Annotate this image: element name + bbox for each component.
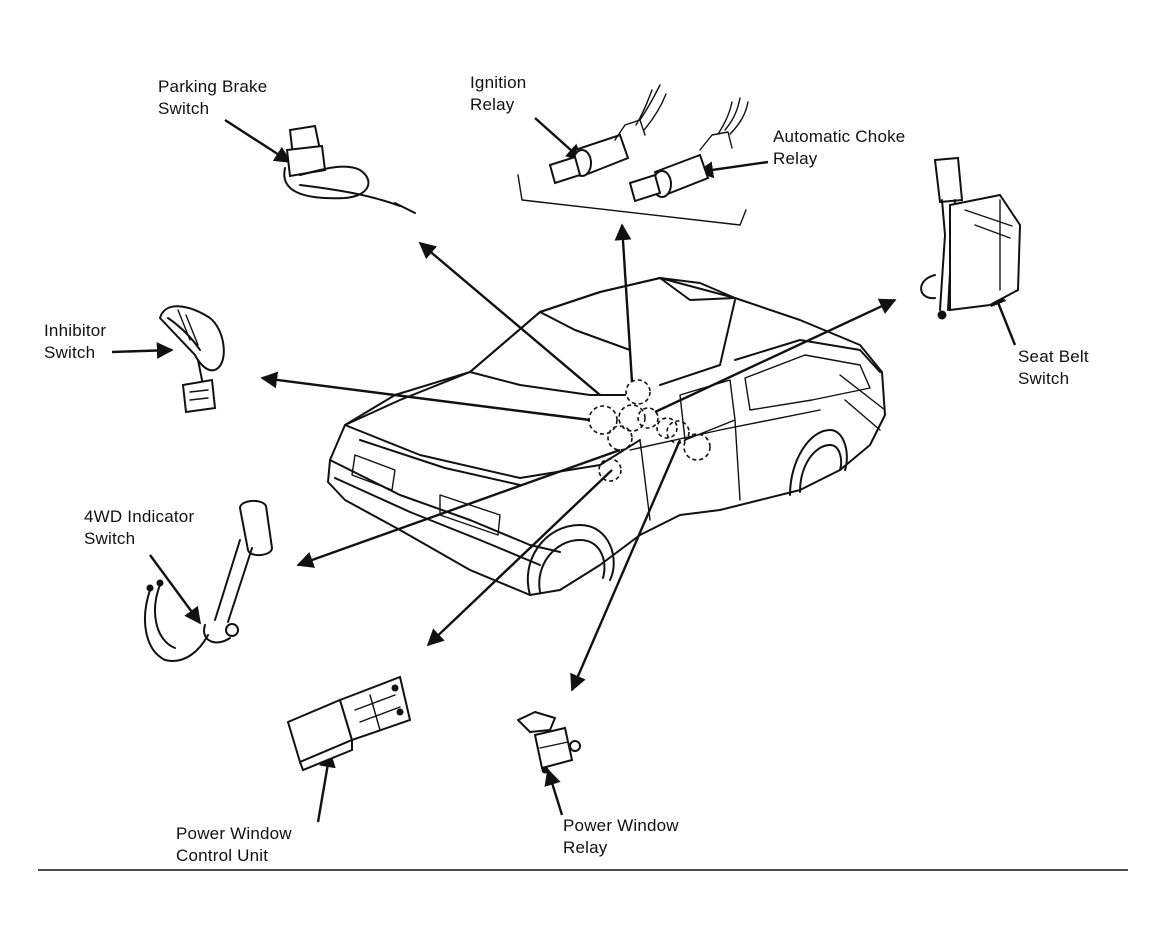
label-seat-belt-switch: Seat Belt Switch — [1018, 347, 1089, 388]
arrow-power-window-control — [426, 469, 613, 647]
relay-grouping-bracket — [517, 174, 747, 226]
inhibitor-switch-icon — [158, 305, 225, 414]
location-marker — [588, 405, 618, 435]
location-marker — [618, 404, 646, 432]
arrow-power-window-relay — [570, 439, 682, 692]
location-marker — [607, 425, 633, 451]
label-4wd-indicator-switch: 4WD Indicator Switch — [84, 507, 195, 548]
label-automatic-choke-relay: Automatic Choke Relay — [773, 127, 906, 168]
arrow-4wd-indicator — [296, 448, 621, 568]
arrow-parking-brake — [418, 241, 601, 396]
4wd-indicator-switch-icon — [144, 500, 274, 662]
location-marker — [625, 379, 651, 405]
leader-arrows — [260, 223, 897, 692]
power-window-relay-icon — [517, 711, 581, 774]
label-ignition-relay: Ignition Relay — [470, 73, 527, 114]
label-inhibitor-switch: Inhibitor Switch — [44, 321, 107, 362]
ignition-relay-icon — [548, 84, 667, 185]
location-marker — [637, 407, 659, 429]
power-window-control-unit-icon — [286, 675, 412, 772]
seat-belt-switch-icon — [920, 156, 1022, 320]
arrow-ignition-relay — [614, 223, 634, 383]
location-markers — [588, 379, 711, 482]
arrow-seat-belt — [654, 298, 897, 414]
parking-brake-switch-icon — [283, 124, 416, 214]
location-marker — [598, 458, 622, 482]
label-power-window-relay: Power Window Relay — [563, 816, 679, 857]
location-marker — [683, 433, 711, 461]
location-marker — [656, 417, 678, 439]
arrow-inhibitor — [260, 371, 591, 422]
label-power-window-control-unit: Power Window Control Unit — [176, 824, 292, 865]
automatic-choke-relay-icon — [628, 97, 749, 203]
car-illustration — [327, 277, 886, 596]
label-parking-brake-switch: Parking Brake Switch — [158, 77, 268, 118]
